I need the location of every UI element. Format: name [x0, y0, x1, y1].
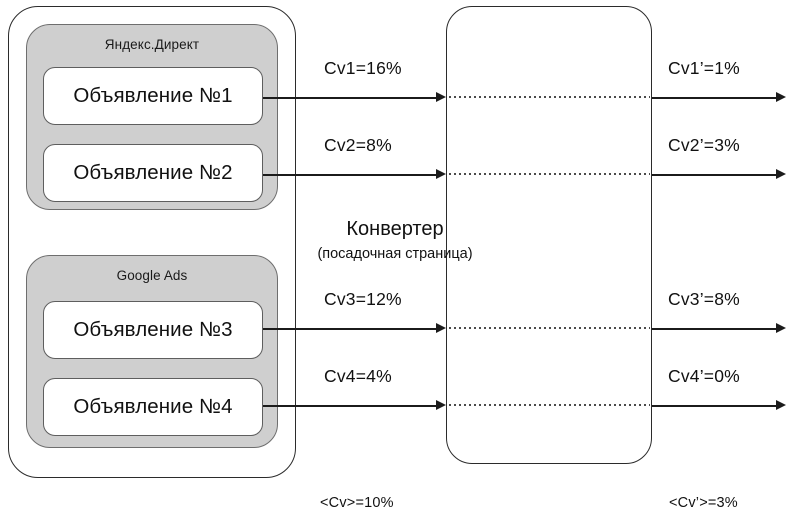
converter-box — [446, 6, 652, 464]
converter-trace-2 — [449, 173, 650, 175]
inbound-rate-label-1: Cv1=16% — [324, 58, 402, 78]
outbound-rate-label-3: Cv3’=8% — [668, 289, 740, 309]
outbound-rate-label-4: Cv4’=0% — [668, 366, 740, 386]
ad-box-label-1: Объявление №1 — [73, 84, 233, 107]
outbound-rate-label-1: Cv1’=1% — [668, 58, 740, 78]
platform-title-google-ads: Google Ads — [116, 268, 188, 283]
platform-group-google-ads: Google Ads Объявление №3 Объявление №4 — [26, 255, 278, 448]
ad-box-label-4: Объявление №4 — [73, 395, 233, 418]
converter-label-block: Конвертер (посадочная страница) — [0, 218, 790, 263]
aggregate-inbound-label: <Cv>=10% — [320, 495, 394, 511]
platform-title-yandex-direct: Яндекс.Директ — [104, 37, 200, 52]
outbound-arrow-3 — [652, 323, 786, 334]
converter-trace-3 — [449, 327, 650, 329]
inbound-rate-label-4: Cv4=4% — [324, 366, 392, 386]
ad-box-4[interactable]: Объявление №4 — [43, 378, 263, 436]
ad-box-label-3: Объявление №3 — [73, 318, 233, 341]
converter-trace-1 — [449, 96, 650, 98]
outbound-arrow-1 — [652, 92, 786, 103]
platform-group-yandex-direct: Яндекс.Директ Объявление №1 Объявление №… — [26, 24, 278, 210]
converter-subtitle: (посадочная страница) — [317, 245, 473, 262]
ad-box-2[interactable]: Объявление №2 — [43, 144, 263, 202]
ad-box-3[interactable]: Объявление №3 — [43, 301, 263, 359]
ad-box-label-2: Объявление №2 — [73, 161, 233, 184]
converter-title: Конвертер — [346, 218, 444, 240]
aggregate-outbound-label: <Cv’>=3% — [669, 495, 738, 511]
inbound-rate-label-3: Cv3=12% — [324, 289, 402, 309]
outbound-rate-label-2: Cv2’=3% — [668, 135, 740, 155]
inbound-rate-label-2: Cv2=8% — [324, 135, 392, 155]
outbound-arrow-4 — [652, 400, 786, 411]
ad-box-1[interactable]: Объявление №1 — [43, 67, 263, 125]
outbound-arrow-2 — [652, 169, 786, 180]
converter-trace-4 — [449, 404, 650, 406]
